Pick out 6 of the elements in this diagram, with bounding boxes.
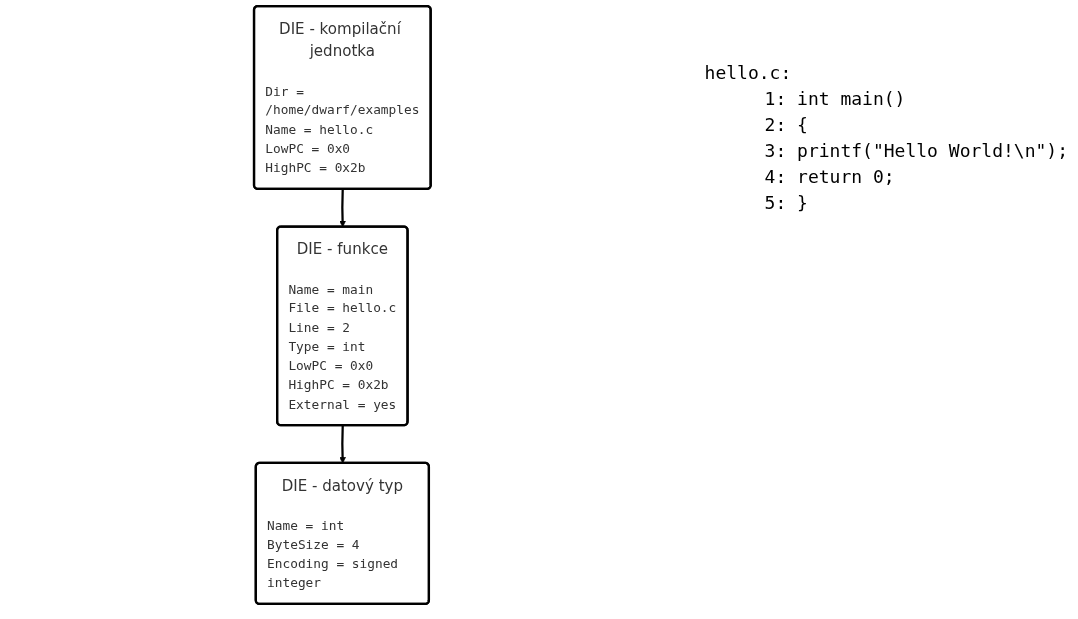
code-line: 2: { [763, 113, 809, 137]
code-line: 5: } [763, 191, 809, 215]
code-line: hello.c: [704, 61, 793, 85]
code-line: 1: int main() [763, 87, 907, 111]
code-line: 4: return 0; [763, 165, 896, 189]
code-line: 3: printf("Hello World!\n"); [763, 139, 1068, 163]
